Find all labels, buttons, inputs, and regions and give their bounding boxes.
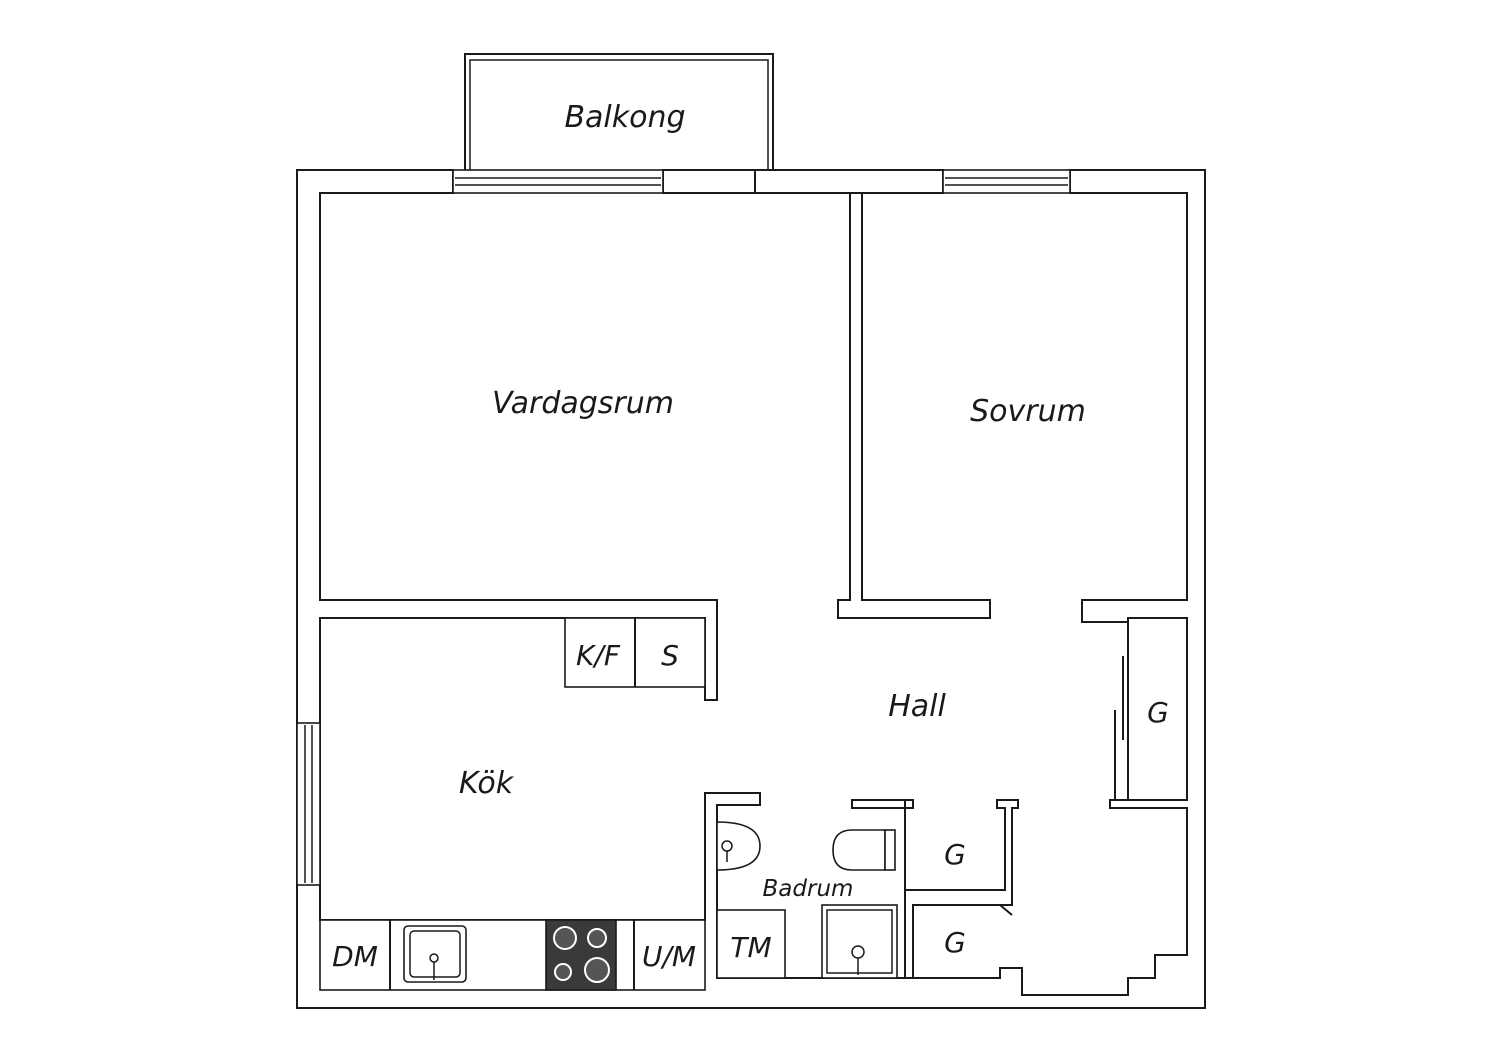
bedroom-label: Sovrum: [970, 394, 1086, 429]
storage-label: S: [661, 639, 679, 672]
outer-walls: [296, 169, 1206, 1009]
kitchen-counter: [319, 919, 706, 991]
bathroom-label: Badrum: [763, 876, 854, 902]
living-room-label: Vardagsrum: [492, 386, 674, 421]
kitchen-label: Kök: [459, 766, 515, 801]
window-kitchen: [296, 722, 321, 886]
window-living-room: [452, 169, 664, 194]
oven-microwave-label: U/M: [642, 940, 696, 973]
wardrobe-label: G: [944, 838, 966, 871]
bathroom-fixtures: [716, 821, 898, 979]
dishwasher-label: DM: [332, 940, 378, 973]
wardrobe-label: G: [944, 926, 966, 959]
dryer-label: TM: [730, 931, 771, 964]
fridge-storage-block: [564, 617, 706, 688]
window-bedroom: [942, 169, 1071, 194]
balcony: [464, 53, 774, 170]
interior-walls: [837, 192, 1129, 979]
fridge-freezer-label: K/F: [576, 639, 621, 672]
wardrobe-hall-label: G: [1147, 696, 1169, 729]
hall-label: Hall: [888, 689, 946, 724]
balcony-label: Balkong: [564, 100, 685, 135]
